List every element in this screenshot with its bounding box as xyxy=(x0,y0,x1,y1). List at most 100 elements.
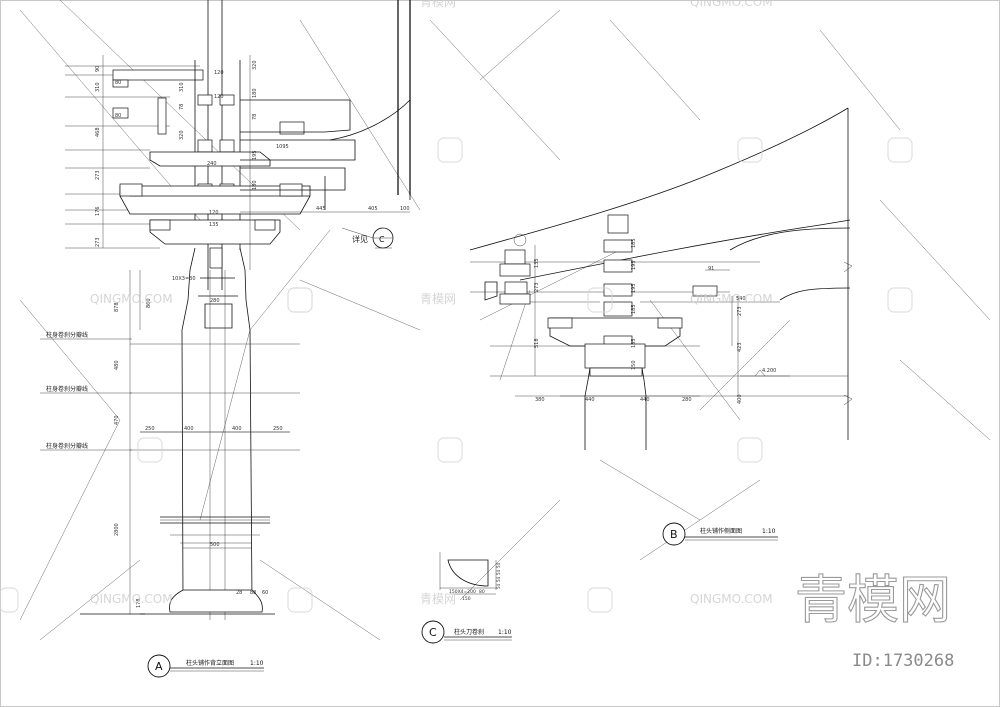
dim-c-1: 150 xyxy=(462,596,471,602)
dim-a-left-10: 178 xyxy=(136,598,142,608)
dim-b-level: 4.200 xyxy=(762,368,776,374)
dim-a-shaft-0: 500 xyxy=(210,542,220,548)
dim-a-inner-13: 135 xyxy=(209,222,219,228)
drawing-b-title-text: 柱头铺作侧面图 xyxy=(700,527,742,535)
dim-a-inner-5: 78 xyxy=(179,104,185,110)
dim-b-left-2: 518 xyxy=(534,338,540,348)
dim-a-left-3: 273 xyxy=(95,170,101,180)
watermark-text-cn: 青模网 xyxy=(420,292,456,306)
dim-a-left-0: 90 xyxy=(95,66,101,72)
dim-a-left-9: 2800 xyxy=(114,523,120,536)
watermark-text-en-2: QINGMO.COM xyxy=(690,292,773,306)
side-label-2: 柱身卷刹分瓣线 xyxy=(46,442,88,450)
dim-a-base-3: 250 xyxy=(273,426,283,432)
watermark-text-en-3: QINGMO.COM xyxy=(90,592,173,606)
dim-b-bottom-2: 440 xyxy=(640,397,650,403)
dim-a-horiz-3: 405 xyxy=(368,206,378,212)
dim-a-horiz-4: 100 xyxy=(400,206,410,212)
dim-a-neck-1: 280 xyxy=(210,298,220,304)
dim-a-base-0: 250 xyxy=(145,426,155,432)
dim-a-neck-0: 860 xyxy=(146,298,152,308)
dim-b-stack-5: 150 xyxy=(631,360,637,370)
dim-a-inner-3: 320 xyxy=(179,130,185,140)
dim-c-3: 54 xyxy=(496,562,501,568)
dim-a-base-2: 400 xyxy=(232,426,242,432)
dim-a-inner-9: 195 xyxy=(252,150,258,160)
dim-b-stack-0: 185 xyxy=(631,238,637,248)
dim-b-right-3: 423 xyxy=(737,342,743,352)
dim-a-left-8: 470 xyxy=(114,415,120,425)
drawing-a-column-elevation xyxy=(65,0,411,620)
dim-b-left-1: 273 xyxy=(534,282,540,292)
drawing-c-scale: 1:10 xyxy=(498,629,512,636)
drawing-a-tag: A xyxy=(155,660,163,673)
callout-label: 详见 xyxy=(352,234,368,244)
dim-b-right-2: 273 xyxy=(737,306,743,316)
side-label-0: 柱身卷刹分瓣线 xyxy=(46,331,88,339)
drawing-a-title: A 柱头铺作背立面图 1:10 xyxy=(147,654,264,678)
drawing-b-title: B 柱头铺作侧面图 1:10 xyxy=(662,522,778,546)
dim-a-left-7: 480 xyxy=(114,360,120,370)
dim-b-bottom-0: 380 xyxy=(535,397,545,403)
dim-a-horiz-2: 445 xyxy=(316,206,326,212)
dim-a-horiz-1: 240 xyxy=(207,161,217,167)
dim-c-0: 150X4=200 xyxy=(449,589,476,595)
dim-b-stack-3: 185 xyxy=(631,304,637,314)
dim-b-stack-1: 195 xyxy=(631,260,637,270)
dim-a-left-1: 310 xyxy=(95,82,101,92)
dim-b-bottom-3: 280 xyxy=(682,397,692,403)
dim-a-foot-1: 88 xyxy=(250,590,256,596)
drawing-c-tag: C xyxy=(429,626,437,639)
dim-a-base-1: 400 xyxy=(184,426,194,432)
watermark-big-text: 青模网 xyxy=(795,571,951,631)
dim-a-left-5: 273 xyxy=(95,237,101,247)
dim-a-inner-7: 180 xyxy=(252,88,258,98)
dim-c-2: 80 xyxy=(479,589,485,595)
drawing-c-detail: 150X4=200 150 80 54 54 54 54 xyxy=(439,552,501,602)
drawing-b-tag: B xyxy=(670,528,678,541)
watermark-text-en: QINGMO.COM xyxy=(90,292,173,306)
dim-a-inner-6: 320 xyxy=(252,60,258,70)
callout-tag: C xyxy=(379,235,385,244)
dim-a-left-2: 468 xyxy=(95,127,101,137)
watermark-text-cn-2: 青模网 xyxy=(420,592,456,606)
dim-a-inner-2: 310 xyxy=(179,82,185,92)
drawing-a-title-text: 柱头铺作背立面图 xyxy=(186,659,234,667)
drawing-c-title: C 柱头刀卷刹 1:10 xyxy=(421,620,512,644)
watermark-layer: QINGMO.COM 青模网 QINGMO.COM QINGMO.COM 青模网… xyxy=(0,0,913,613)
dim-b-right-0: 91 xyxy=(708,266,714,272)
dim-b-bottom-1: 440 xyxy=(585,397,595,403)
drawing-b-dimensions: 4.200 380 440 440 280 135 273 518 91 540… xyxy=(534,238,776,404)
dim-b-right-1: 540 xyxy=(736,296,746,302)
drawing-a-dimensions: 90 310 468 273 176 273 878 480 470 2800 … xyxy=(95,60,410,608)
dim-a-inner-10: 180 xyxy=(252,180,258,190)
watermark-id: ID:1730268 xyxy=(852,651,954,671)
dim-a-foot-2: 60 xyxy=(262,590,268,596)
dim-b-right-4: 400 xyxy=(737,394,743,404)
dim-c-5: 54 xyxy=(496,576,501,582)
dim-b-stack-4: 185 xyxy=(631,338,637,348)
dim-a-horiz-0: 1095 xyxy=(276,144,289,150)
side-label-1: 柱身卷刹分瓣线 xyxy=(46,385,88,393)
watermark-tile: QINGMO.COM 青模网 xyxy=(90,287,456,313)
dim-a-neck-label: 10X3=30 xyxy=(172,276,196,282)
dim-a-left-4: 176 xyxy=(95,206,101,216)
dim-b-left-0: 135 xyxy=(534,258,540,268)
dim-c-6: 54 xyxy=(496,583,501,589)
dim-a-inner-4: 120 xyxy=(214,70,224,76)
watermark-text-en-4: QINGMO.COM xyxy=(690,592,773,606)
drawing-a-side-labels: 柱身卷刹分瓣线 柱身卷刹分瓣线 柱身卷刹分瓣线 xyxy=(40,331,132,451)
dim-a-inner-12: 120 xyxy=(209,210,219,216)
watermark-text-en-5: QINGMO.COM xyxy=(690,0,773,9)
dim-b-stack-2: 195 xyxy=(631,283,637,293)
drawing-b-scale: 1:10 xyxy=(762,528,776,535)
dim-a-left-6: 878 xyxy=(114,302,120,312)
dim-a-inner-8: 78 xyxy=(252,114,258,120)
dim-a-foot-0: 28 xyxy=(236,590,242,596)
drawing-a-scale: 1:10 xyxy=(250,660,264,667)
watermark-text-cn-3: 青模网 xyxy=(420,0,456,9)
dim-a-inner-0: 80 xyxy=(115,80,121,86)
dim-a-inner-11: 120 xyxy=(214,94,224,100)
